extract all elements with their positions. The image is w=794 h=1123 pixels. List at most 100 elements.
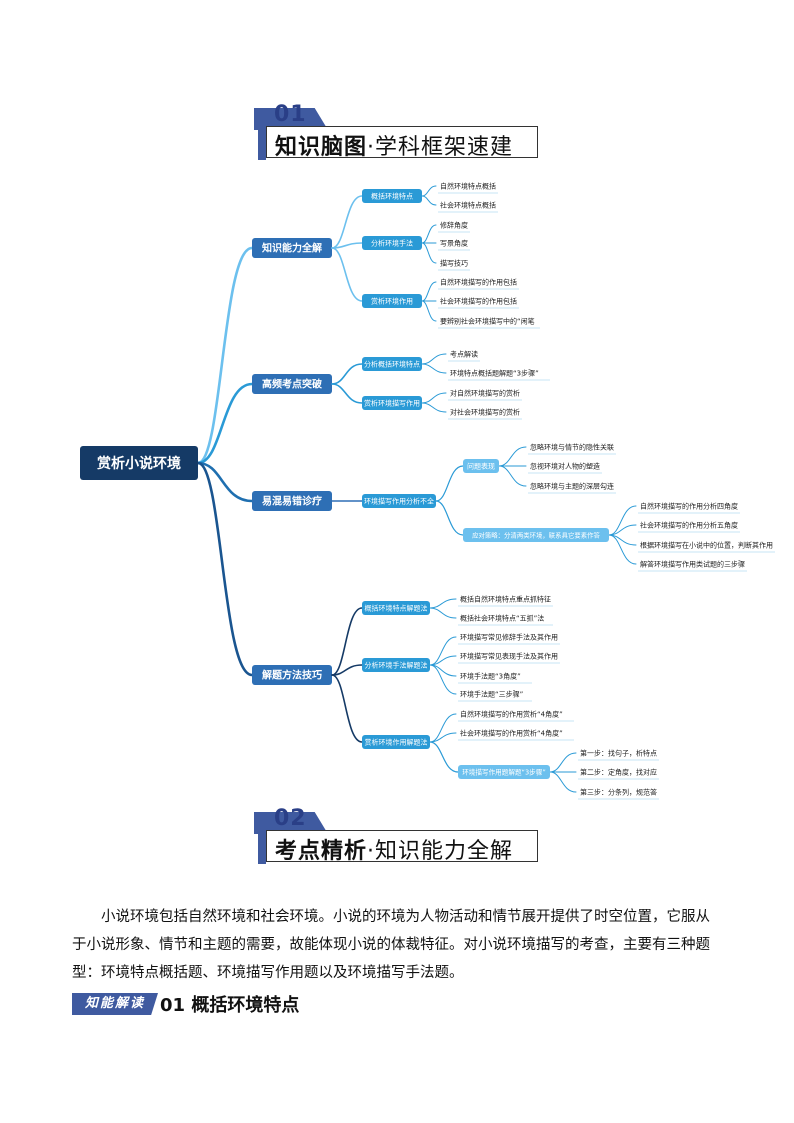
- leaf-item: 第二步：定角度，找对应: [580, 768, 657, 777]
- leaf-item: 忽略环境与情节的隐性关联: [530, 443, 614, 452]
- root-branch-connector: [196, 461, 254, 503]
- root-branch-connector: [196, 246, 254, 465]
- child-grand-connector: [435, 465, 464, 502]
- grandchild-node: [463, 528, 609, 542]
- grandchild-node-label: 问题表现: [467, 462, 495, 471]
- child-node-label: 分析环境手法: [371, 239, 413, 248]
- child-node: [362, 658, 430, 672]
- child-node: [362, 396, 422, 410]
- leaf-item: 自然环境描写的作用分析四角度: [640, 502, 738, 511]
- leaf-item: 对自然环境描写的赏析: [450, 389, 520, 398]
- child-node-label: 概括环境特点: [371, 192, 413, 201]
- intro-paragraph: 小说环境包括自然环境和社会环境。小说的环境为人物活动和情节展开提供了时空位置，它…: [72, 909, 710, 981]
- child-node: [362, 601, 430, 615]
- leaf-item: 写景角度: [440, 239, 468, 248]
- branch-node: [252, 374, 332, 394]
- leaf-item-connector: [429, 655, 457, 666]
- leaf-item: 概括自然环境特点重点抓特征: [460, 595, 551, 604]
- leaf-item-connector: [429, 664, 457, 695]
- leaf-item: 对社会环境描写的赏析: [450, 408, 520, 417]
- section-number: 02: [274, 806, 307, 831]
- child-node: [362, 294, 422, 308]
- section-title-sub: ·知识能力全解: [367, 839, 514, 864]
- grandchild-node-label: 应对策略：分清两类环境，联系具它要素作答: [472, 530, 600, 539]
- leaf-item-connector: [421, 242, 437, 264]
- branch-child-connector: [331, 363, 363, 385]
- branch-node-label: 易混易错诊疗: [262, 495, 322, 508]
- child-node: [362, 735, 430, 749]
- leaf-item: 第三步：分条列，规范答: [580, 788, 657, 797]
- section-header-2: 02 考点精析·知识能力全解: [254, 806, 540, 868]
- section-number: 01: [274, 102, 307, 127]
- leaf-item-connector: [421, 392, 447, 404]
- leaf-item-connector: [429, 598, 457, 609]
- branch-child-connector: [331, 247, 363, 302]
- leaf-item: 社会环境描写的作用包括: [440, 297, 517, 306]
- section-header-1: 01 知识脑图·学科框架速建: [254, 102, 540, 164]
- leaf-item: 社会环境特点概括: [440, 201, 496, 210]
- branch-node-label: 高频考点突破: [262, 378, 322, 391]
- leaf-item-connector: [608, 524, 637, 536]
- child-grand-connector: [435, 500, 464, 536]
- leaf-item-connector: [421, 363, 447, 374]
- leaf-item: 描写技巧: [440, 259, 468, 268]
- leaf-item-connector: [429, 732, 457, 743]
- root-branch-connector: [196, 382, 254, 465]
- section-title-box: 知识脑图·学科框架速建: [266, 126, 538, 161]
- branch-node: [252, 491, 332, 511]
- leaf-item: 自然环境描写的作用赏析“4角度”: [460, 710, 563, 719]
- leaf-item-connector: [421, 224, 437, 244]
- child-node-label: 分析概括环境特点: [364, 360, 420, 369]
- leaf-item: 环境手法题“3角度”: [460, 672, 521, 681]
- branch-child-connector: [331, 664, 363, 676]
- leaf-item-connector: [421, 402, 447, 413]
- branch-node-label: 解题方法技巧: [262, 669, 322, 682]
- leaf-item-connector: [429, 636, 457, 666]
- section-title-box: 考点精析·知识能力全解: [266, 830, 538, 865]
- root-node: [80, 446, 198, 480]
- leaf-item: 社会环境描写的作用赏析“4角度”: [460, 729, 563, 738]
- leaf-item-connector: [429, 607, 457, 619]
- section-tab: [254, 812, 328, 834]
- leaf-item: 要辨别社会环境描写中的“闲笔: [440, 317, 535, 326]
- child-node: [362, 189, 422, 203]
- child-node-label: 赏析环境作用解题法: [365, 738, 428, 747]
- leaf-item-connector: [429, 713, 457, 743]
- branch-node-label: 知识能力全解: [261, 242, 322, 255]
- leaf-item: 环境手法题“三步骤”: [460, 690, 523, 699]
- branch-child-connector: [331, 195, 363, 249]
- leaf-item: 考点解读: [450, 350, 478, 359]
- leaf-item: 环境描写常见修辞手法及其作用: [460, 633, 558, 642]
- child-node-label: 环境描写作用分析不全: [364, 497, 434, 506]
- child-grand-connector: [429, 741, 459, 773]
- section-title: 考点精析·知识能力全解: [275, 833, 513, 865]
- leaf-item: 环境描写常见表现手法及其作用: [460, 652, 558, 661]
- branch-child-connector: [331, 383, 363, 404]
- leaf-item-connector: [549, 771, 577, 793]
- child-node-label: 概括环境特点解题法: [365, 604, 428, 613]
- leaf-item: 环境特点概括题解题“3步骤”: [450, 369, 539, 378]
- leaf-item-connector: [549, 752, 577, 773]
- child-node: [362, 357, 422, 371]
- leaf-item: 根据环境描写在小说中的位置，判断其作用: [640, 541, 773, 550]
- subheading-badge: 知能解读: [72, 993, 158, 1015]
- subheading-title: 01 概括环境特点: [160, 995, 300, 1016]
- leaf-item-connector: [498, 446, 527, 467]
- leaf-item: 修辞角度: [440, 221, 468, 230]
- child-node: [362, 236, 422, 250]
- mind-map: 赏析小说环境知识能力全解高频考点突破易混易错诊疗解题方法技巧自然环境特点概括社会…: [80, 182, 775, 800]
- leaf-item: 解答环境描写作用类试题的三步骤: [640, 560, 745, 569]
- section-title-main: 知识脑图: [275, 135, 368, 160]
- leaf-item: 概括社会环境特点“五抓”法: [460, 614, 544, 623]
- leaf-item-connector: [421, 185, 437, 197]
- grandchild-node: [458, 765, 550, 779]
- leaf-item: 第一步：找句子，析特点: [580, 749, 657, 758]
- leaf-item: 忽视环境对人物的塑造: [530, 462, 600, 471]
- leaf-item-connector: [421, 300, 437, 322]
- leaf-item-connector: [421, 281, 437, 302]
- leaf-item: 自然环境描写的作用包括: [440, 278, 517, 287]
- branch-child-connector: [331, 607, 363, 676]
- root-node-label: 赏析小说环境: [97, 455, 181, 472]
- section-title: 知识脑图·学科框架速建: [275, 129, 513, 161]
- leaf-item: 自然环境特点概括: [440, 182, 496, 191]
